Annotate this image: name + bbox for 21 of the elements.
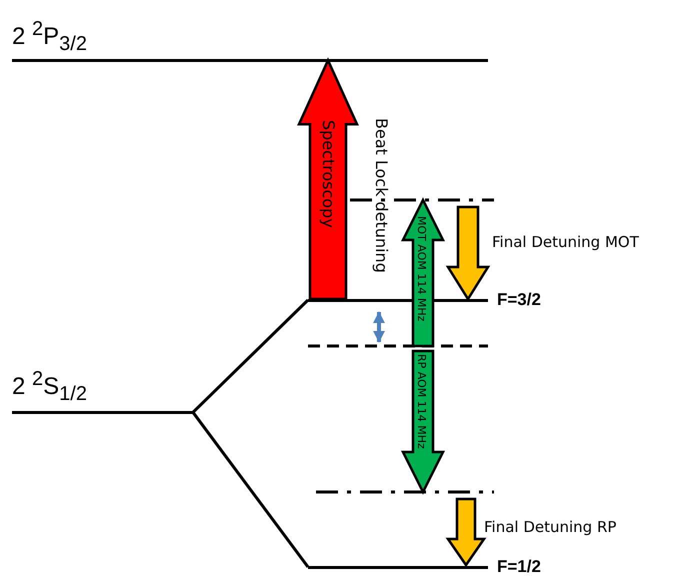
level-label: 2 $^{2}$S$_{1/2}$ [12,367,87,407]
double-arrow [373,311,385,343]
edge-label: MOT AOM 114 MHz [416,216,427,322]
connector-line [192,411,310,568]
level-label: F=3/2 [497,290,541,310]
virtual-level-line [316,489,494,495]
block-arrow [400,197,446,348]
edge-label: Spectroscopy [320,120,336,228]
edge-label: Final Detuning MOT [492,233,639,251]
edge-label: Beat Lock detuning [373,118,389,273]
level-label: F=1/2 [497,557,541,576]
connector-line [192,298,310,414]
block-arrow [297,57,359,300]
level-label: 2 $^{2}$P$_{3/2}$ [12,17,87,57]
edge-label: Final Detuning RP [484,518,616,536]
block-arrow [446,206,490,302]
virtual-level-line [350,197,494,203]
virtual-level-line [308,343,488,349]
block-arrow [446,498,486,568]
block-arrow [400,350,446,495]
edge-label: RP AOM 114 MHz [416,354,427,449]
